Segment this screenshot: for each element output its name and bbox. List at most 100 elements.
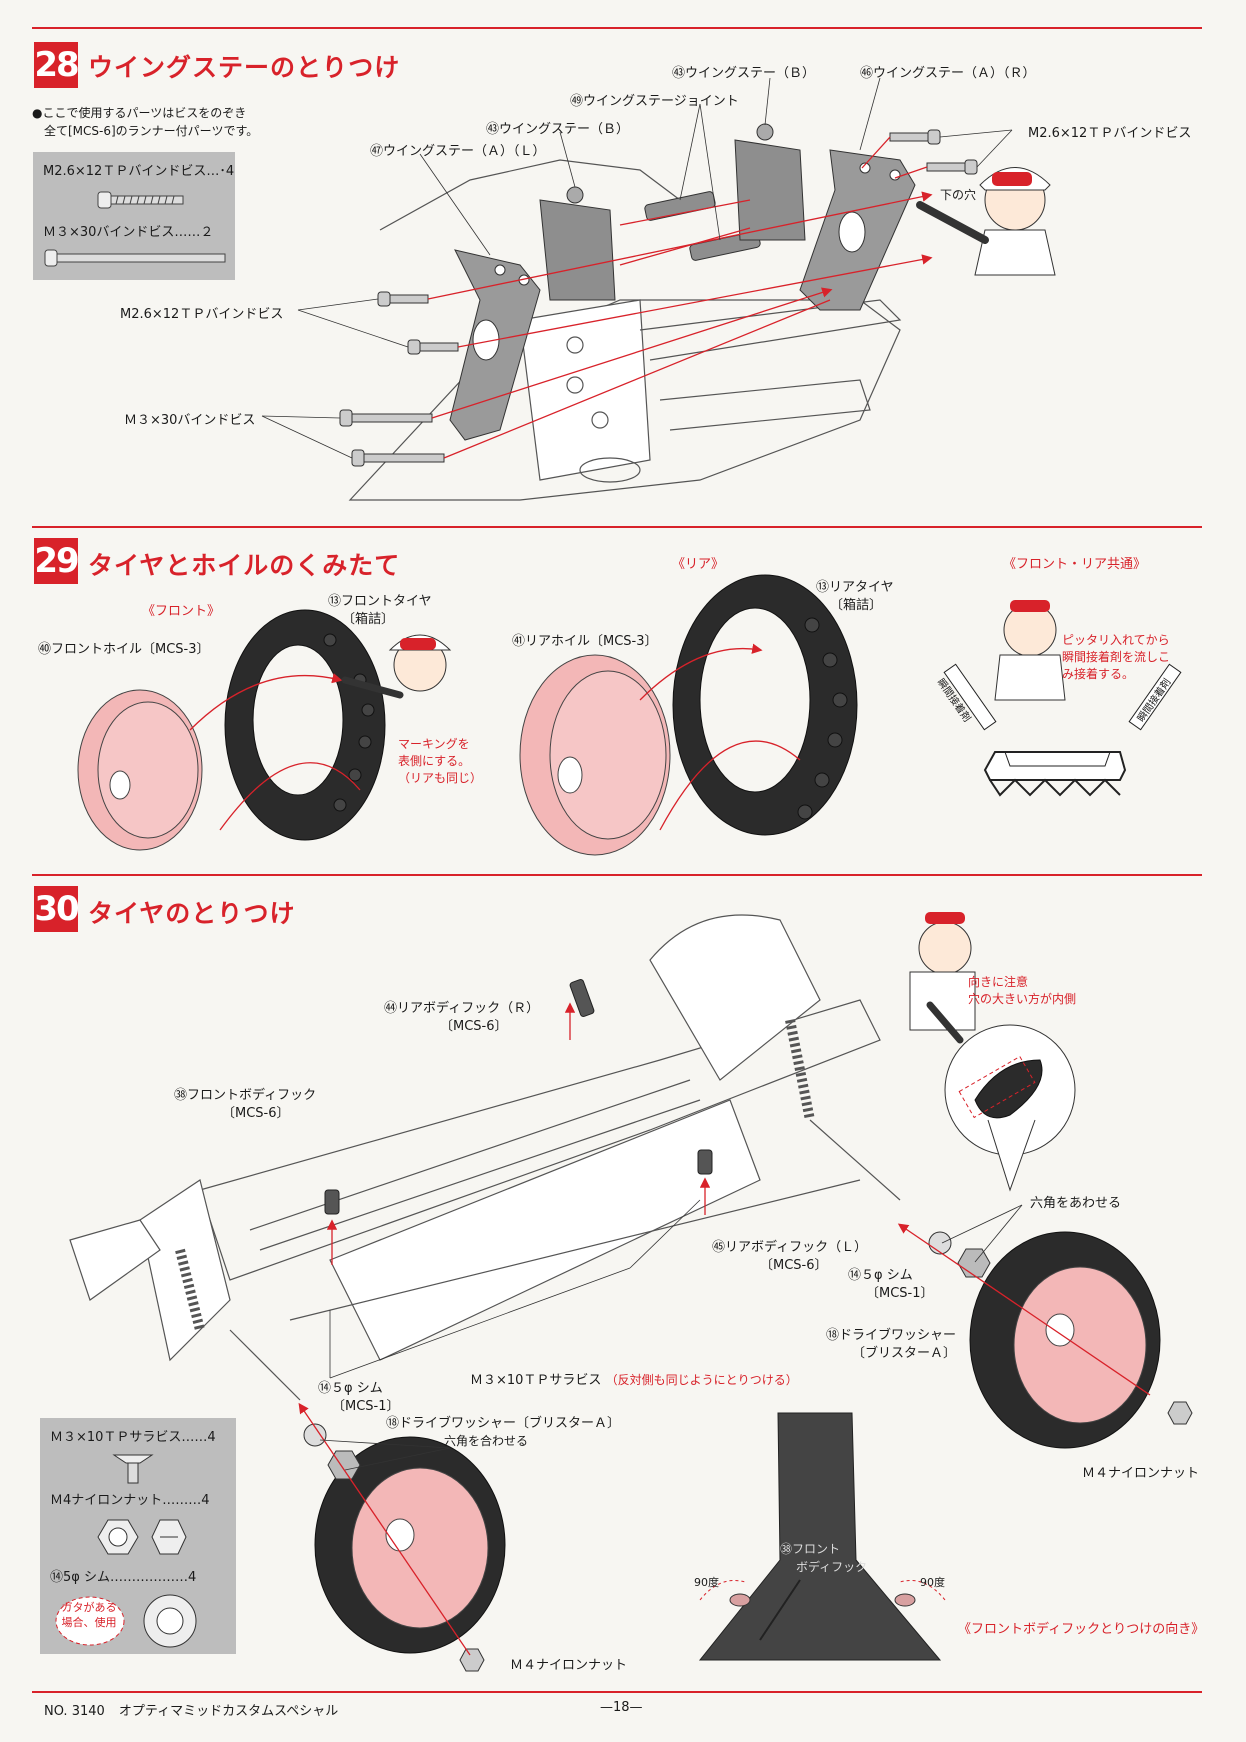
glue-note: ピッタリ入れてから 瞬間接着剤を流しこ み接着する。 xyxy=(1062,632,1170,683)
footer-model: NO. 3140 オプティマミッドカスタムスペシャル xyxy=(44,1700,338,1719)
label-rear-wheel: ㊶リアホイル〔MCS-3〕 xyxy=(512,634,658,649)
wing-stay-b-left xyxy=(539,186,616,301)
step-number-28: 28 xyxy=(34,42,80,88)
label-wing-stay-a-r: ㊻ウイングステー（Ａ）（Ｒ） xyxy=(860,66,1036,81)
parts-box-30: Ｍ３×10ＴＰサラビス……4 Ｍ4ナイロンナット………4 ⑭5φ シム……………… xyxy=(40,1418,236,1654)
label-hex-right: 六角をあわせる xyxy=(1030,1196,1122,1211)
part-m26-screw: M2.6×12ＴＰバインドビス…･4 xyxy=(43,164,235,179)
section-divider-28 xyxy=(32,27,1202,29)
label-wing-stay-b-top: ㊸ウイングステー（Ｂ） xyxy=(672,66,816,81)
label-front-hook-mcs: 〔MCS-6〕 xyxy=(222,1106,290,1121)
label-shim-right: ⑭５φ シム xyxy=(848,1268,913,1283)
glue-note-line1: ピッタリ入れてから xyxy=(1062,633,1170,647)
step29-guides xyxy=(189,643,801,831)
part-m3-screw: Ｍ３×30バインドビス……２ xyxy=(43,225,214,240)
label-rear-tire: ⑬リアタイヤ xyxy=(816,580,894,595)
angle-right: 90度 xyxy=(920,1576,945,1589)
footer-code: NO. 3140 xyxy=(44,1704,105,1719)
left-shim-washer xyxy=(303,1423,485,1672)
label-shim-left: ⑭５φ シム xyxy=(318,1381,383,1396)
step-title-30: タイヤのとりつけ xyxy=(88,899,296,928)
screw-icon xyxy=(97,191,184,209)
step30-leaders xyxy=(319,1199,1023,1471)
long-screw-icon xyxy=(44,249,226,267)
nylon-nut-icon xyxy=(97,1519,187,1555)
part-m3-flat-screw: Ｍ３×10ＴＰサラビス……4 xyxy=(50,1430,216,1445)
heading-front: 《フロント》 xyxy=(142,604,221,619)
label-front-tire-box: 〔箱詰〕 xyxy=(342,612,395,627)
body-hooks xyxy=(324,979,713,1215)
label-rear-hook-l: ㊺リアボディフック（Ｌ） xyxy=(712,1240,868,1255)
hook-direction-caption: 《フロントボディフックとりつけの向き》 xyxy=(958,1622,1205,1637)
section-divider-30 xyxy=(32,874,1202,876)
mascot-step30 xyxy=(909,912,976,1044)
step-number-29: 29 xyxy=(34,538,80,584)
label-shim-left-mcs: 〔MCS-1〕 xyxy=(332,1399,400,1414)
label-hex-left: 六角を合わせる xyxy=(444,1434,529,1448)
parts-box-28: M2.6×12ＴＰバインドビス…･4 Ｍ３×30バインドビス……２ xyxy=(33,152,235,280)
label-front-wheel: ㊵フロントホイル〔MCS-3〕 xyxy=(38,642,210,657)
rear-right-tire xyxy=(969,1231,1161,1449)
front-left-tire xyxy=(314,1436,506,1654)
step-title-29: タイヤとホイルのくみたて xyxy=(88,551,401,580)
shim-icon xyxy=(55,1594,197,1648)
step30-chassis xyxy=(69,914,901,1401)
marking-note-line1: マーキングを xyxy=(398,737,470,751)
footer-name: オプティマミッドカスタムスペシャル xyxy=(118,1704,339,1719)
flat-screw-icon xyxy=(112,1454,154,1484)
label-front-hook: ㊳フロントボディフック xyxy=(174,1088,317,1103)
label-drive-washer-left: ⑱ドライブワッシャー〔ブリスターＡ〕 xyxy=(386,1416,621,1431)
step-number-30: 30 xyxy=(34,886,80,932)
mascot-step29-front xyxy=(341,634,452,699)
label-shim-right-mcs: 〔MCS-1〕 xyxy=(866,1286,934,1301)
label-drive-washer-right: ⑱ドライブワッシャー xyxy=(826,1328,957,1343)
marking-note: マーキングを 表側にする。 （リアも同じ） xyxy=(398,736,482,787)
label-rear-hook-l-mcs: 〔MCS-6〕 xyxy=(760,1258,828,1273)
parts-note-line1: ●ここで使用するパーツはビスをのぞき xyxy=(32,106,247,120)
wing-stay-a-r xyxy=(799,149,916,311)
label-lower-hole: 下の穴 xyxy=(940,188,977,202)
section-divider-29 xyxy=(32,526,1202,528)
step-title-28: ウイングステーのとりつけ xyxy=(88,53,401,82)
body-hook-direction-inset xyxy=(698,1412,946,1661)
heading-common: 《フロント・リア共通》 xyxy=(1003,557,1147,572)
angle-left: 90度 xyxy=(694,1576,719,1589)
label-wing-stay-a-l: ㊼ウイングステー（Ａ）（Ｌ） xyxy=(370,144,546,159)
step28-guides xyxy=(427,136,933,459)
label-m26-screw-left: M2.6×12ＴＰバインドビス xyxy=(120,307,284,322)
label-rear-tire-box: 〔箱詰〕 xyxy=(830,598,883,613)
front-tire xyxy=(224,609,386,841)
mascot-step29-common xyxy=(994,600,1066,701)
hook-inset-label-2: ボディフック xyxy=(796,1560,868,1574)
part-shim: ⑭5φ シム………………4 xyxy=(50,1570,197,1585)
hook-inset-label-1: ㊳フロント xyxy=(780,1542,841,1556)
step30-guides xyxy=(298,1002,1151,1656)
step28-leaders xyxy=(261,77,1013,459)
front-wheel xyxy=(77,689,203,851)
glue-note-line3: み接着する。 xyxy=(1062,667,1135,681)
shim-note: ガタがある場合、使用 xyxy=(61,1601,117,1629)
marking-note-line3: （リアも同じ） xyxy=(398,771,483,785)
label-wing-stay-joint: ㊾ウイングステージョイント xyxy=(570,94,739,109)
direction-note: 向きに注意 穴の大きい方が内側 xyxy=(968,974,1076,1008)
direction-note-line1: 向きに注意 xyxy=(968,975,1029,989)
page-number: —18— xyxy=(600,1700,643,1715)
glue-note-line2: 瞬間接着剤を流しこ xyxy=(1062,650,1171,664)
direction-note-line2: 穴の大きい方が内側 xyxy=(968,992,1077,1006)
step28-chassis xyxy=(348,159,902,501)
label-rear-hook-r-mcs: 〔MCS-6〕 xyxy=(440,1019,508,1034)
rear-tire xyxy=(672,574,858,836)
rear-wheel xyxy=(519,654,671,856)
label-drive-washer-right-sub: 〔ブリスターＡ〕 xyxy=(852,1346,957,1361)
label-wing-stay-b: ㊸ウイングステー（Ｂ） xyxy=(486,122,630,137)
heading-rear: 《リア》 xyxy=(672,557,725,572)
label-nut-left: Ｍ４ナイロンナット xyxy=(510,1658,628,1673)
marking-note-line2: 表側にする。 xyxy=(398,754,471,768)
label-m3-flat-screw: Ｍ３×10ＴＰサラビス （反対側も同じようにとりつける） xyxy=(470,1369,798,1388)
label-nut-right: Ｍ４ナイロンナット xyxy=(1082,1466,1200,1481)
wing-stay-b-right xyxy=(734,123,806,241)
parts-note-line2: 全て[MCS-6]のランナー付パーツです。 xyxy=(44,124,259,138)
label-m26-screw-right: M2.6×12ＴＰバインドビス xyxy=(1028,126,1192,141)
washer-direction-inset xyxy=(944,1024,1076,1192)
